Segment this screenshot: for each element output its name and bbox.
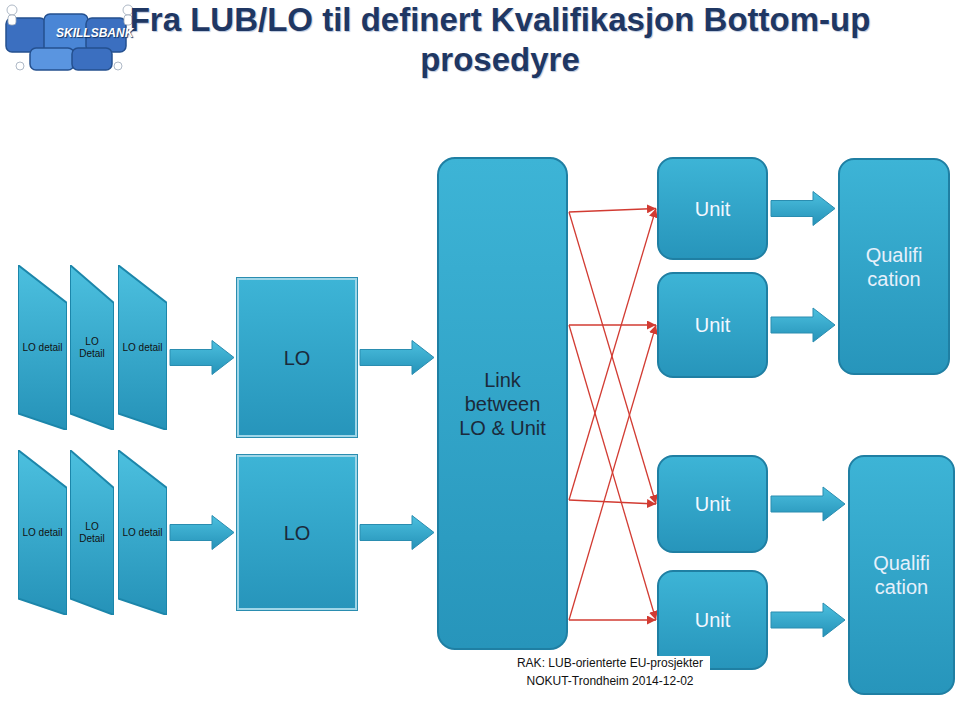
- logo-text: SKILLSBANK: [56, 26, 133, 40]
- link-arrow: [569, 325, 656, 620]
- node-text: LO detail: [22, 527, 62, 539]
- figure-head: [16, 62, 24, 70]
- link-arrow: [569, 325, 656, 620]
- figure-body: [8, 15, 16, 25]
- lo-detail-shape: LO detail: [118, 265, 167, 430]
- node-text: Unit: [695, 608, 731, 632]
- lo-detail-polygon: [18, 265, 67, 430]
- qualification-box: Qualifi cation: [838, 158, 950, 375]
- node-text: Unit: [695, 313, 731, 337]
- node-text: LO: [284, 346, 311, 370]
- block-arrow: [170, 516, 234, 550]
- puzzle-piece: [72, 48, 112, 70]
- unit-box: Unit: [657, 272, 768, 378]
- unit-box: Unit: [657, 455, 768, 553]
- lo-detail-polygon: [118, 265, 167, 430]
- node-text: Link between LO & Unit: [451, 368, 555, 440]
- figure-head: [7, 5, 17, 15]
- link-arrow: [569, 212, 656, 504]
- footer-note: RAK: LUB-orienterte EU-prosjekter: [510, 656, 710, 670]
- block-arrow: [771, 308, 835, 342]
- link-arrow: [569, 209, 656, 501]
- node-text: Unit: [695, 197, 731, 221]
- lo-detail-polygon: [118, 450, 167, 615]
- node-text: Qualifi cation: [852, 243, 936, 291]
- block-arrow: [170, 341, 234, 375]
- qualification-box: Qualifi cation: [848, 455, 955, 695]
- lo-detail-shape: LO Detail: [70, 265, 114, 430]
- footer-note: NOKUT-Trondheim 2014-12-02: [510, 674, 710, 688]
- puzzle-pieces: [6, 14, 126, 70]
- node-text: Qualifi cation: [860, 551, 944, 599]
- lo-detail-polygon: [70, 265, 114, 430]
- node-text: LO detail: [122, 527, 162, 539]
- lo-detail-shape: LO detail: [118, 450, 167, 615]
- block-arrow: [360, 516, 434, 550]
- lo-detail-shape: LO detail: [18, 265, 67, 430]
- node-text: LO: [284, 521, 311, 545]
- unit-box: Unit: [657, 570, 768, 670]
- link-box: Link between LO & Unit: [437, 157, 568, 650]
- figure-head: [114, 62, 122, 70]
- diagram-title: Fra LUB/LO til definert Kvalifikasjon Bo…: [110, 0, 890, 79]
- node-text: LO Detail: [77, 521, 107, 545]
- block-arrow: [360, 341, 434, 375]
- block-arrow: [771, 192, 835, 226]
- logo-illustration: [0, 0, 140, 80]
- link-arrow: [569, 209, 656, 213]
- block-arrow: [771, 603, 845, 637]
- puzzle-piece: [30, 48, 74, 70]
- link-arrow: [569, 324, 656, 325]
- lo-box: LO: [237, 278, 357, 437]
- unit-box: Unit: [657, 157, 768, 260]
- small-figures: [7, 5, 133, 70]
- block-arrow: [771, 487, 845, 521]
- link-arrow: [569, 619, 656, 620]
- lo-detail-polygon: [70, 450, 114, 615]
- node-text: LO detail: [22, 342, 62, 354]
- lo-box: LO: [237, 455, 357, 610]
- node-text: Unit: [695, 492, 731, 516]
- link-arrow: [569, 500, 656, 504]
- lo-detail-shape: LO Detail: [70, 450, 114, 615]
- lo-detail-polygon: [18, 450, 67, 615]
- node-text: LO detail: [122, 342, 162, 354]
- lo-detail-shape: LO detail: [18, 450, 67, 615]
- node-text: LO Detail: [77, 336, 107, 360]
